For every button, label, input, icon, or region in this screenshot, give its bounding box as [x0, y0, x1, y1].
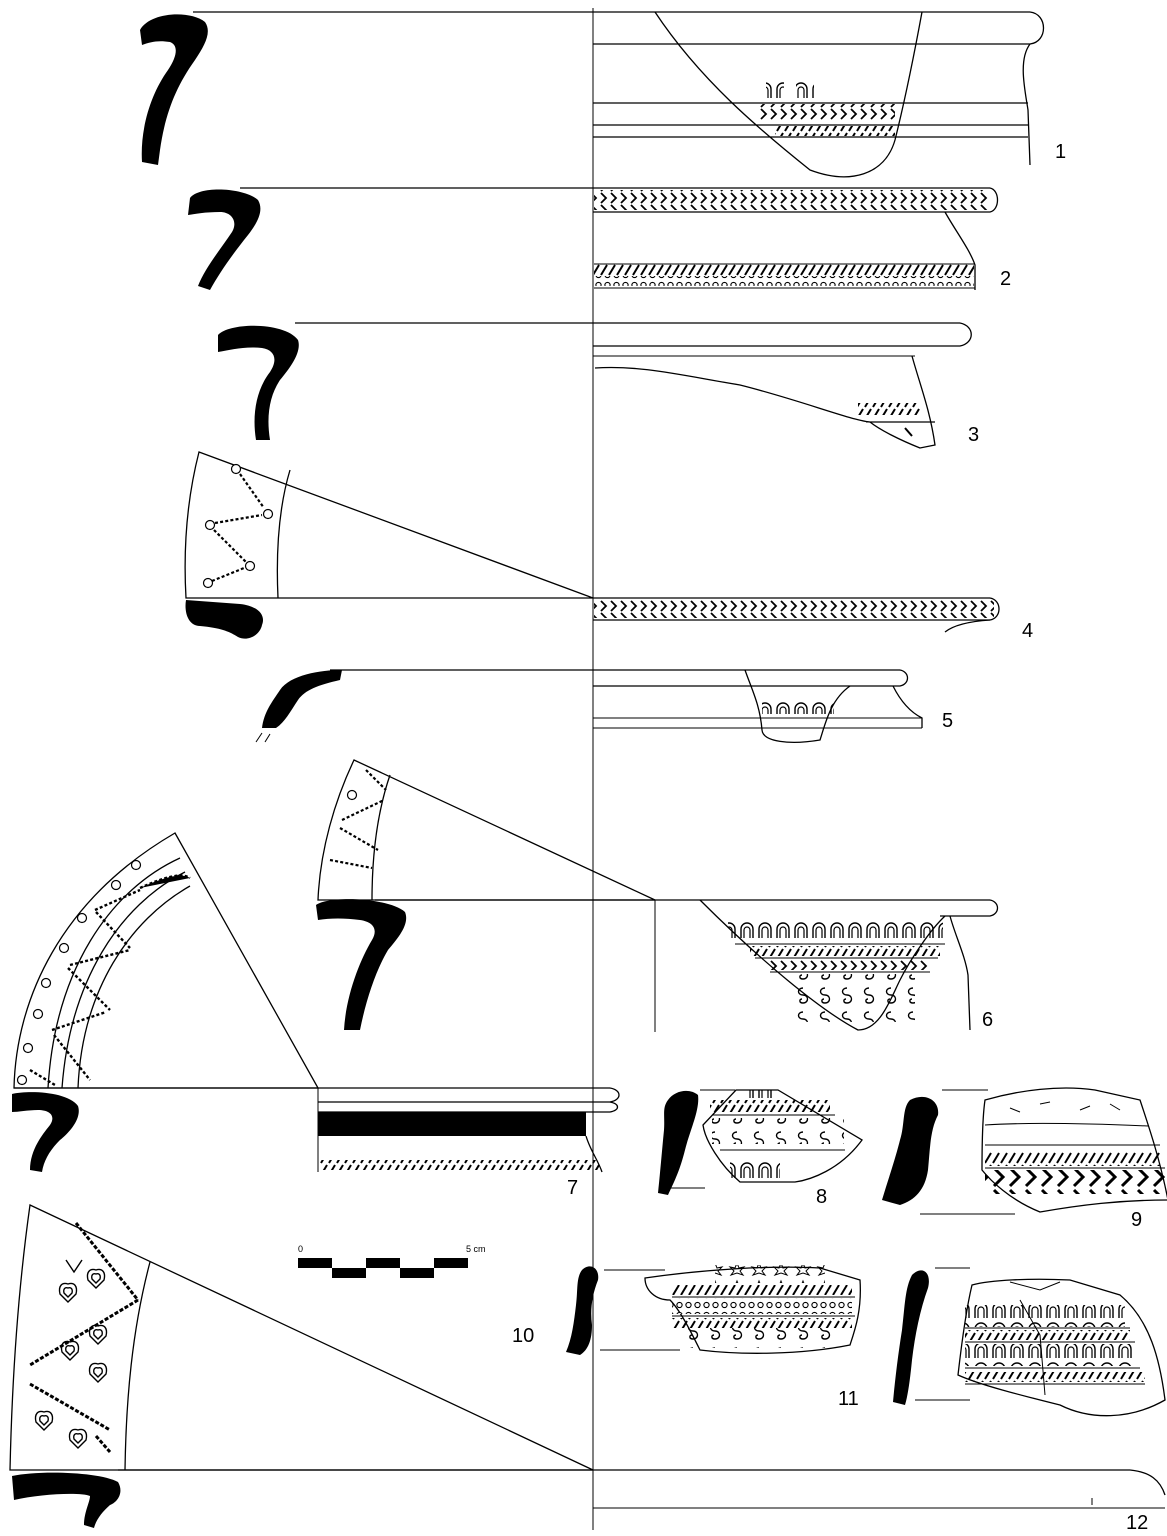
fragment-number-3: 3 [968, 424, 980, 446]
fragment-12-profile [12, 1472, 121, 1528]
fragment-10-profile [566, 1266, 599, 1355]
fragment-6-profile [316, 899, 407, 1030]
fragment-4-profile [185, 600, 264, 639]
fragment-9-profile [882, 1096, 939, 1205]
fragment-number-7: 7 [567, 1177, 579, 1199]
fragment-9 [882, 1087, 1167, 1215]
fragment-number-12: 12 [1126, 1512, 1149, 1534]
fragment-1 [140, 11, 1044, 178]
fragment-number-4: 4 [1022, 620, 1034, 642]
fragment-7 [12, 832, 620, 1173]
fragment-2 [188, 187, 999, 290]
fragment-1-profile [140, 14, 208, 165]
fragment-number-10: 10 [512, 1325, 535, 1347]
fragment-number-6: 6 [982, 1009, 994, 1031]
scale-bar-start-label: 0 [298, 1244, 304, 1254]
fragment-4 [184, 451, 1000, 639]
fragment-number-2: 2 [1000, 268, 1012, 290]
fragment-7-profile [12, 1092, 79, 1172]
fragment-number-11: 11 [838, 1388, 859, 1410]
fragment-number-5: 5 [942, 710, 954, 732]
fragment-11-profile [893, 1270, 929, 1405]
fragment-number-1: 1 [1055, 141, 1067, 163]
fragment-3 [218, 322, 972, 449]
fragment-10 [566, 1265, 861, 1355]
scale-bar [298, 1258, 468, 1278]
fragment-2-profile [188, 189, 261, 290]
fragment-5-profile [262, 670, 342, 728]
fragment-8-profile [658, 1090, 699, 1195]
fragment-6 [316, 759, 999, 1032]
fragment-8 [658, 1089, 863, 1195]
fragment-number-9: 9 [1131, 1209, 1143, 1231]
fragment-number-8: 8 [816, 1186, 828, 1208]
scale-bar-end-label: 5 cm [466, 1244, 486, 1254]
fragment-11 [893, 1267, 1166, 1417]
fragment-3-profile [218, 325, 299, 440]
fragment-12 [9, 1204, 1166, 1528]
fragment-5 [255, 669, 923, 743]
